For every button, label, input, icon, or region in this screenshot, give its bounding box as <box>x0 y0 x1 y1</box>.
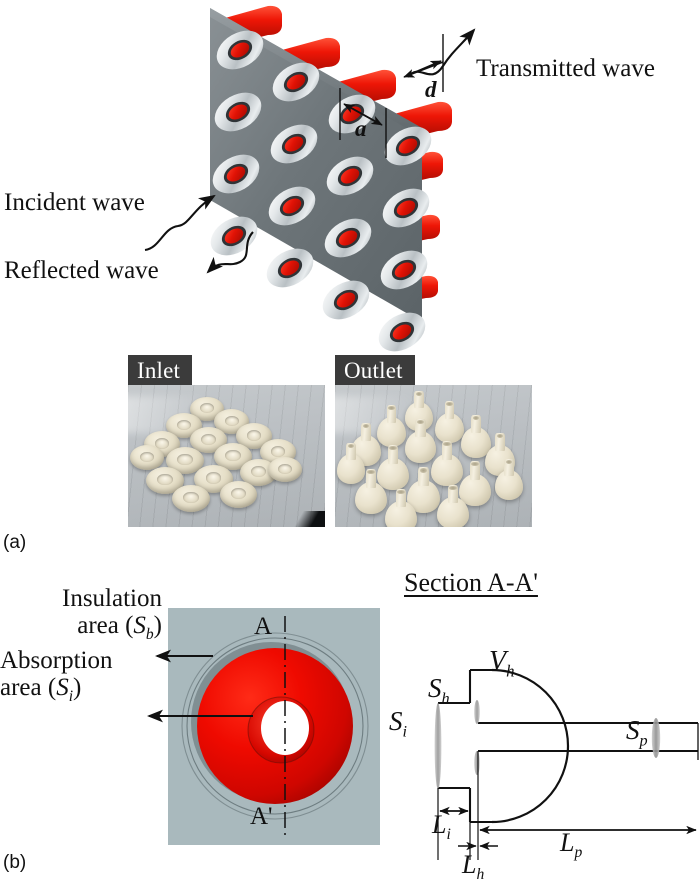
panel-a-annotations <box>144 28 476 274</box>
panel-b: A A' Insulation area (Sb) Absorption are… <box>0 560 700 883</box>
cross-section-leaders <box>147 649 253 723</box>
label-Li: Li <box>432 810 451 844</box>
incident-wave-arrow <box>144 194 216 252</box>
section-view-title-wrap: Section A-A' <box>404 570 538 596</box>
outlet-photo-block: Outlet <box>335 355 532 527</box>
dimension-d-label: d <box>425 77 437 102</box>
insulation-inner-ring <box>186 637 364 815</box>
section-view-title: Section A-A' <box>404 568 538 597</box>
cross-section-panel: A A' <box>168 608 380 845</box>
label-Si: Si <box>389 706 407 741</box>
area-indicator-Sh-top <box>474 700 480 724</box>
section-marker-bottom: A' <box>250 803 273 830</box>
absorption-paren-open: ( <box>47 674 57 701</box>
dim-d-arrow-b <box>405 60 442 77</box>
area-indicator-Sh-bottom <box>474 751 480 775</box>
plate-face <box>210 8 422 322</box>
absorption-area-label: Absorption area (Si) <box>0 648 150 706</box>
insulation-outer-ring <box>181 632 369 820</box>
hole-array <box>210 30 432 352</box>
label-Lp: Lp <box>560 828 583 862</box>
reflected-wave-arrow <box>206 231 254 274</box>
insulation-label-line2: area <box>77 612 119 639</box>
insulation-paren-open: ( <box>125 612 134 639</box>
plate-svg <box>210 5 452 352</box>
outlet-caption: Outlet <box>335 355 415 389</box>
absorption-label-line1: Absorption <box>0 647 113 674</box>
label-Sp: Sp <box>626 715 648 750</box>
reflected-wave-label: Reflected wave <box>4 257 159 284</box>
panel-b-tag: (b) <box>3 852 27 873</box>
insulation-paren-close: ) <box>153 612 162 639</box>
absorption-paren-close: ) <box>73 674 82 701</box>
outlet-photo <box>335 385 532 527</box>
photo-corner-shadow <box>293 511 325 527</box>
absorption-symbol: S <box>56 674 69 701</box>
absorption-label-line2: area <box>0 674 42 701</box>
cavity-arc <box>491 668 570 824</box>
area-indicator-Si <box>434 703 442 789</box>
perforated-plate-3d <box>130 0 580 352</box>
inlet-photo <box>128 385 325 527</box>
absorption-symbol-subscript: i <box>68 688 74 705</box>
label-Vh: Vh <box>489 646 515 681</box>
area-indicator-Sp <box>651 718 661 758</box>
cross-section-svg <box>181 616 369 836</box>
panel-a-tag: (a) <box>3 532 27 553</box>
panel-a: Transmitted wave Incident wave Reflected… <box>3 0 655 553</box>
insulation-label-line1: Insulation <box>62 585 162 612</box>
label-Lh: Lh <box>462 850 485 883</box>
section-marker-top: A <box>254 613 273 640</box>
insulation-area-label: Insulation area (Sb) <box>22 586 162 644</box>
inlet-caption: Inlet <box>128 355 193 389</box>
dim-a-arrow-a <box>343 103 381 125</box>
inlet-photo-block: Inlet <box>128 355 325 527</box>
incident-wave-label: Incident wave <box>4 189 145 216</box>
transmitted-wave-arrow <box>407 28 476 78</box>
insulation-symbol: S <box>133 612 146 639</box>
insulation-symbol-subscript: b <box>145 626 154 643</box>
dimension-a-label: a <box>355 116 367 141</box>
label-Sh: Sh <box>428 673 450 708</box>
section-view-svg <box>434 668 699 860</box>
transmitted-wave-label: Transmitted wave <box>476 55 655 82</box>
